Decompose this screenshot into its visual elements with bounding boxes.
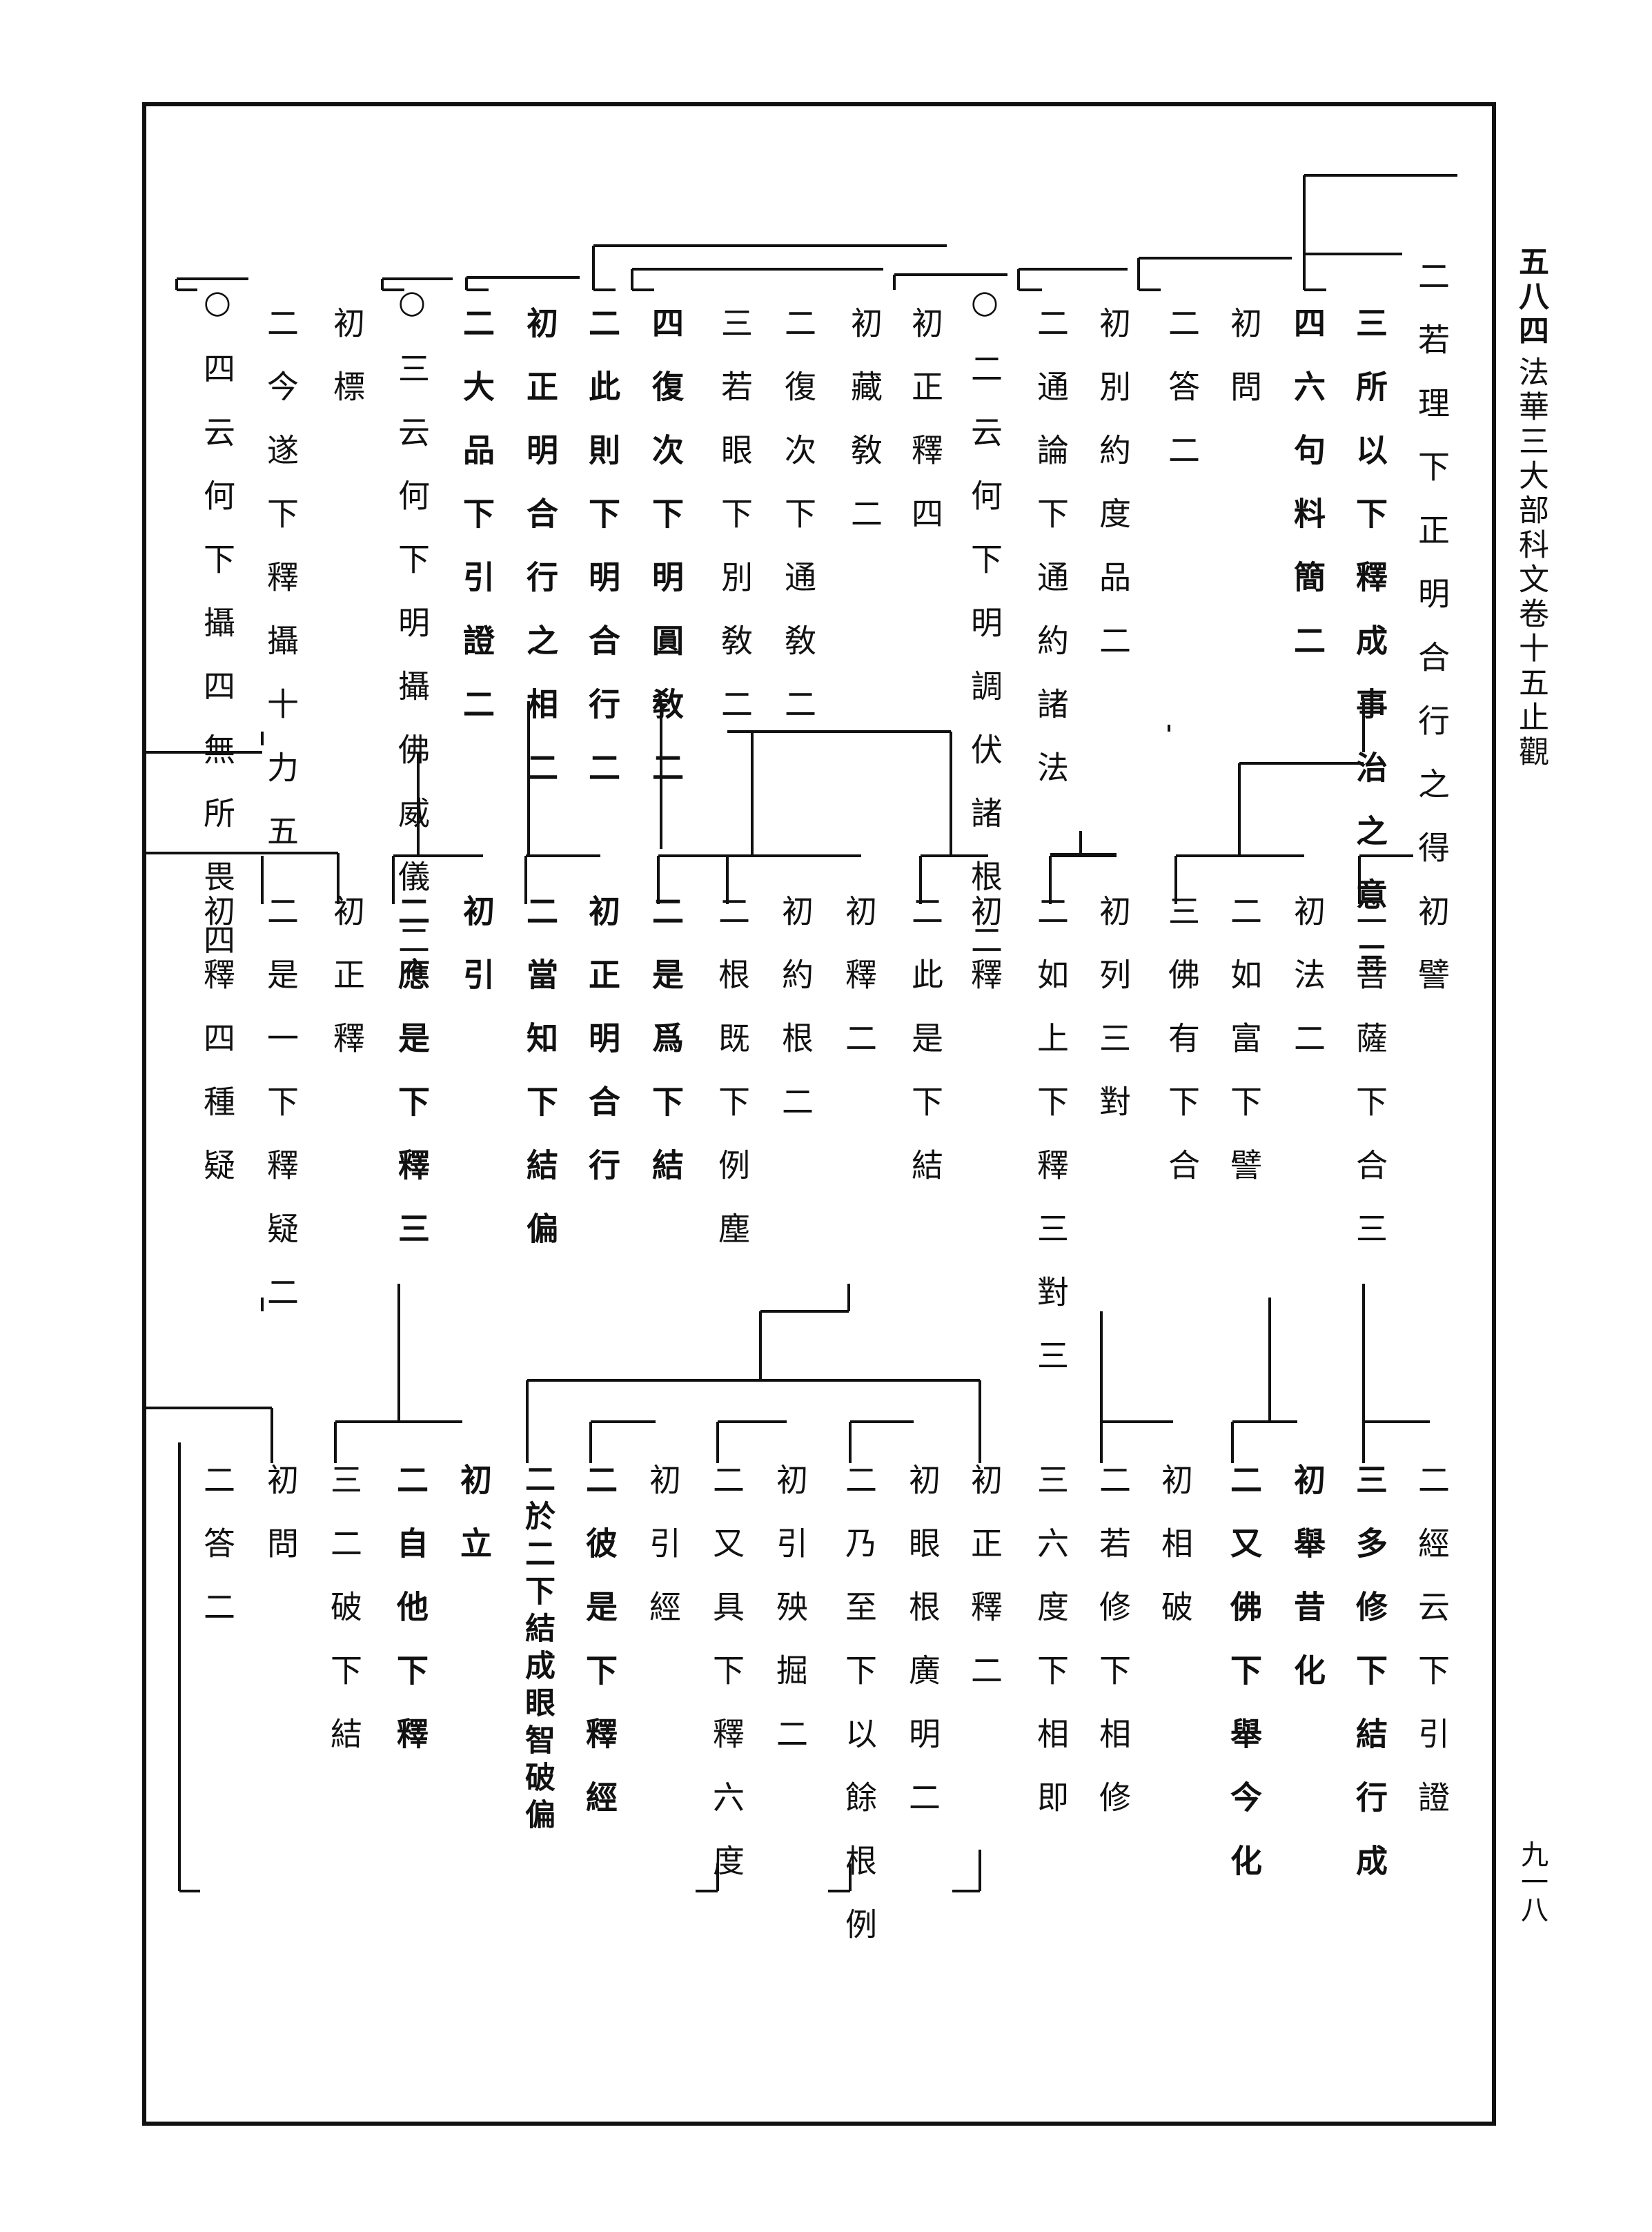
outline-entry: 初釋 (966, 894, 1003, 1021)
outline-entry: 三所以下釋成事治之意三 (1351, 306, 1388, 1005)
outline-entry: 初立 (455, 1463, 493, 1590)
outline-entry: 三佛有下合 (1163, 894, 1201, 1212)
outline-entry: 二菩薩下合三 (1351, 894, 1388, 1275)
outline-entry: 初問 (1226, 306, 1263, 433)
outline-entry: 四復次下明圓敎二 (647, 306, 685, 814)
outline-entry: 初問 (262, 1463, 299, 1590)
outline-entry: 二答二 (1163, 306, 1201, 497)
outline-entry: 二此是下結 (907, 894, 944, 1212)
outline-entry: 二答二 (199, 1463, 236, 1654)
outline-entry: 三二破下結 (326, 1463, 363, 1781)
outline-entry: 二當知下結偏 (522, 894, 559, 1275)
outline-entry: 初引經 (645, 1463, 682, 1654)
outline-entry: 四六句料簡二 (1289, 306, 1326, 687)
outline-entry: 初約根二 (777, 894, 814, 1148)
outline-entry: 二應是下釋三 (393, 894, 431, 1275)
book-title: 法華三大部科文卷十五止觀 (1513, 356, 1548, 770)
outline-entry: 初正釋四 (907, 306, 944, 560)
outline-entry: 二復次下通敎二 (780, 306, 817, 751)
outline-entry: 二經云下引證 (1413, 1463, 1451, 1844)
outline-entry: 二乃至下以餘根例 (840, 1463, 878, 1971)
section-number: 五八四 (1513, 246, 1548, 349)
outline-entry: 二今遂下釋攝十力五 (262, 306, 299, 878)
outline-entry: 初眼根廣明二 (904, 1463, 941, 1844)
outline-entry: 初別約度品二 (1094, 306, 1132, 687)
outline-entry: 二彼是下釋經 (581, 1463, 618, 1844)
outline-entry: 三六度下相即 (1032, 1463, 1070, 1844)
outline-entry: 初標 (328, 306, 366, 433)
outline-entry: 初法二 (1289, 894, 1326, 1085)
outline-entry: 二如富下譬 (1226, 894, 1263, 1212)
outline-entry: 初釋二 (840, 894, 878, 1085)
outline-entry: 二是爲下結 (647, 894, 685, 1212)
outline-entry: 二大品下引證二 (458, 306, 495, 751)
outline-entry: 二如上下釋三對三 (1032, 894, 1070, 1402)
page-border-frame (142, 102, 1496, 2126)
outline-entry: 二又佛下舉今化 (1226, 1463, 1263, 1908)
outline-entry: 初列三對 (1094, 894, 1132, 1148)
outline-entry: 初引 (458, 894, 495, 1021)
outline-entry: 二是一下釋疑二 (262, 894, 299, 1339)
outline-entry: 初舉昔化 (1289, 1463, 1326, 1717)
outline-entry: 初釋四種疑 (199, 894, 236, 1212)
outline-entry: ○三云何下明攝佛威儀二 (393, 283, 431, 987)
outline-entry: 初相破 (1157, 1463, 1194, 1654)
outline-entry: 初藏敎二 (846, 306, 883, 560)
outline-entry: 二若理下正明合行之得 (1413, 260, 1451, 894)
outline-entry: 初正明合行 (584, 894, 621, 1212)
outline-entry: 二此則下明合行二 (584, 306, 621, 814)
outline-entry: 二自他下釋 (392, 1463, 429, 1781)
outline-entry: 初正釋二 (966, 1463, 1003, 1717)
outline-entry: 二根既下例塵 (714, 894, 751, 1275)
outline-entry: 二若修下相修 (1094, 1463, 1132, 1844)
outline-entry: ○二云何下明調伏諸根二 (966, 283, 1003, 987)
outline-entry: 三多修下結行成 (1351, 1463, 1388, 1908)
outline-entry: 初正明合行之相二 (522, 306, 559, 814)
outline-entry: 二通論下通約諸法 (1032, 306, 1070, 814)
outline-entry: 三若眼下別敎二 (716, 306, 754, 751)
outline-entry: ○四云何下攝四無所畏四 (199, 283, 236, 987)
outline-entry: 初引殃掘二 (771, 1463, 809, 1781)
page-number: 九一八 (1516, 1840, 1548, 1923)
outline-entry: 初正釋 (328, 894, 366, 1085)
outline-entry: 初譬 (1413, 894, 1451, 1021)
outline-entry: 二於二下結成眼智破偏 (520, 1463, 555, 1836)
outline-entry: 二又具下釋六度 (708, 1463, 745, 1908)
